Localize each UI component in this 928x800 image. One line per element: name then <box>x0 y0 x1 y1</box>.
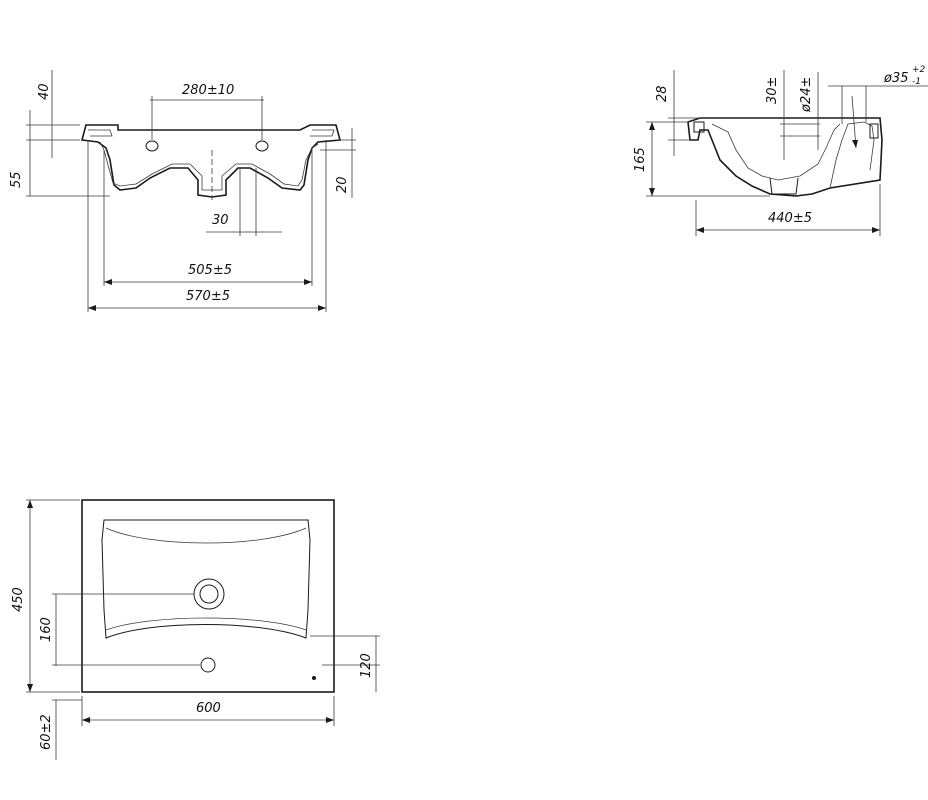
front-rim-right <box>310 129 335 137</box>
dim-rim-height: 28 <box>655 85 670 102</box>
side-basin-inner <box>711 123 841 181</box>
dim-side-depth: 55 <box>9 171 24 188</box>
side-overflow-channel <box>829 121 875 189</box>
dim-top-width: 600 <box>196 701 221 716</box>
side-basin-outline <box>687 117 883 197</box>
side-drain-outlet <box>769 177 799 195</box>
dim-top-rim: 40 <box>37 83 52 100</box>
side-overflow-slot <box>869 123 879 139</box>
dim-drain-offset: 160 <box>39 617 54 642</box>
top-view: 450 160 120 600 60±2 <box>11 499 380 760</box>
dim-height: 165 <box>633 147 648 172</box>
front-basin-outline <box>80 124 342 198</box>
dim-overflow-tol-upper: +2 <box>912 65 926 75</box>
dim-overflow-diameter: ø35 <box>883 71 909 86</box>
top-tap-hole <box>200 657 216 673</box>
top-bowl-top-curve <box>105 527 307 544</box>
front-view: 280±10 40 55 20 30 505±5 570±5 <box>9 70 356 312</box>
dim-holes-spacing: 280±10 <box>182 83 234 98</box>
dim-outer-width: 570±5 <box>186 289 230 304</box>
side-rim-left <box>693 121 705 133</box>
dim-overflow-tol-lower: -1 <box>912 77 921 87</box>
overflow-leader <box>851 95 857 149</box>
front-rim-left <box>88 129 113 137</box>
top-basin-bowl <box>101 519 311 639</box>
top-bowl-bottom-curve <box>105 617 307 631</box>
front-tap-hole-left <box>145 140 159 152</box>
top-outer-outline <box>81 499 335 693</box>
top-corner-dot <box>312 676 316 680</box>
front-tap-hole-right <box>255 140 269 152</box>
dim-vanity-offset: 60±2 <box>39 714 54 750</box>
dim-offset: 30± <box>765 77 780 104</box>
top-drain-inner <box>199 584 219 604</box>
dim-drain-diameter: ø24± <box>799 77 814 113</box>
dim-inner-width: 505±5 <box>188 263 232 278</box>
top-drain-outer <box>193 578 225 610</box>
front-basin-inner <box>99 141 319 191</box>
dim-tap-offset: 120 <box>359 653 374 678</box>
dim-top-depth: 450 <box>11 587 26 612</box>
dim-depth: 440±5 <box>768 211 812 226</box>
dim-right-depth: 20 <box>335 176 350 193</box>
side-view: 28 30± ø24± ø35 +2 -1 165 440±5 <box>633 65 928 236</box>
dim-drain-width: 30 <box>212 213 229 228</box>
